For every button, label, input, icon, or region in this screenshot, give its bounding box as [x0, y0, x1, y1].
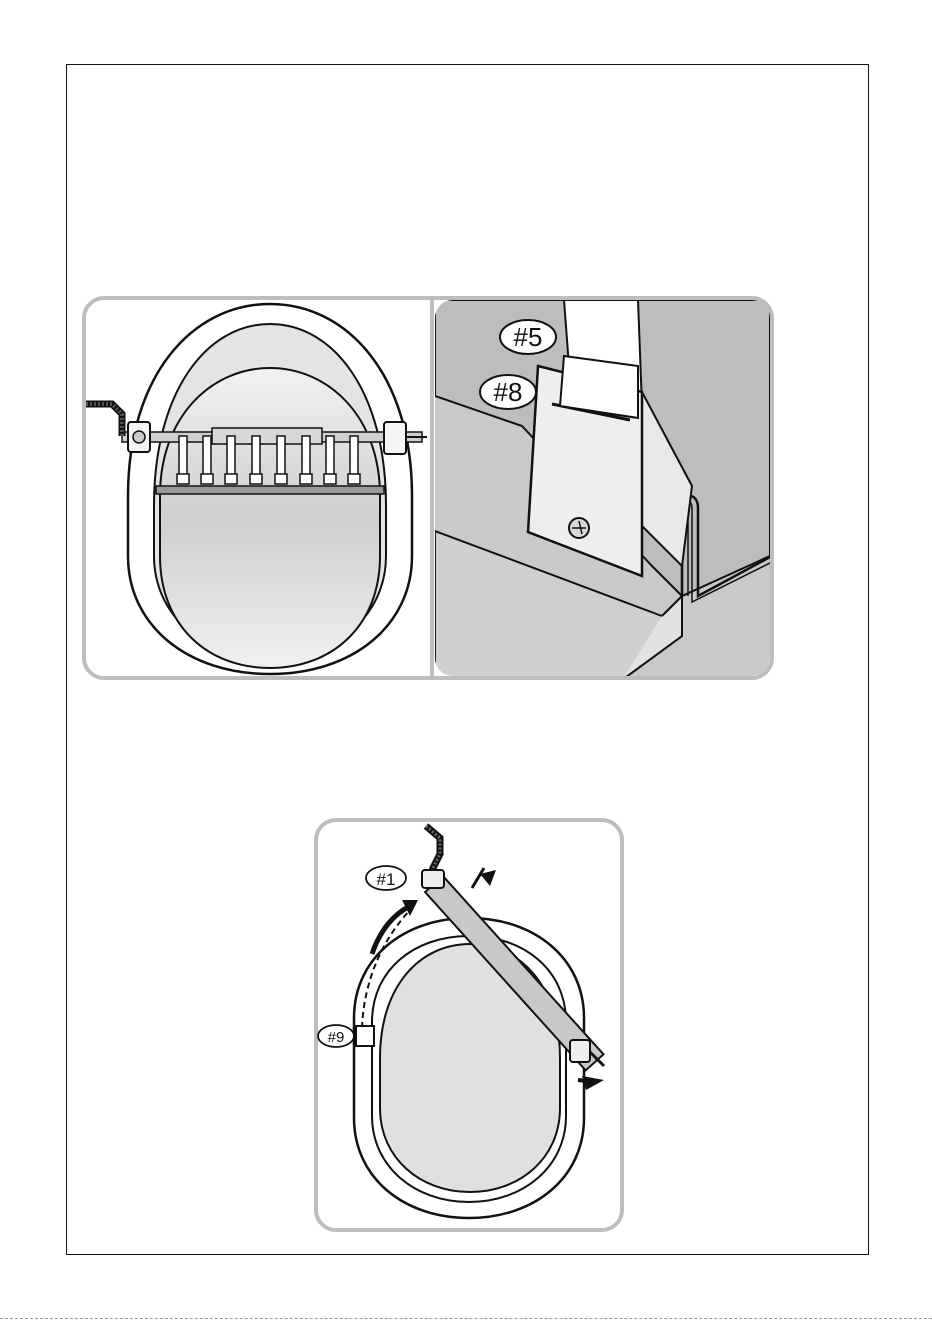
top-illustration: #5 #8: [82, 296, 774, 680]
callout-9: #9: [328, 1029, 345, 1046]
page-bottom-edge: [0, 1318, 932, 1319]
callout-8: #8: [494, 377, 523, 407]
machine-detail: #5 #8: [435, 300, 772, 680]
bottom-illustration: #1 #9: [314, 818, 624, 1232]
callout-5: #5: [514, 322, 543, 352]
callout-1: #1: [377, 870, 396, 889]
bottom-illustration-svg: #1 #9: [314, 818, 624, 1232]
top-illustration-svg: #5 #8: [82, 296, 774, 680]
